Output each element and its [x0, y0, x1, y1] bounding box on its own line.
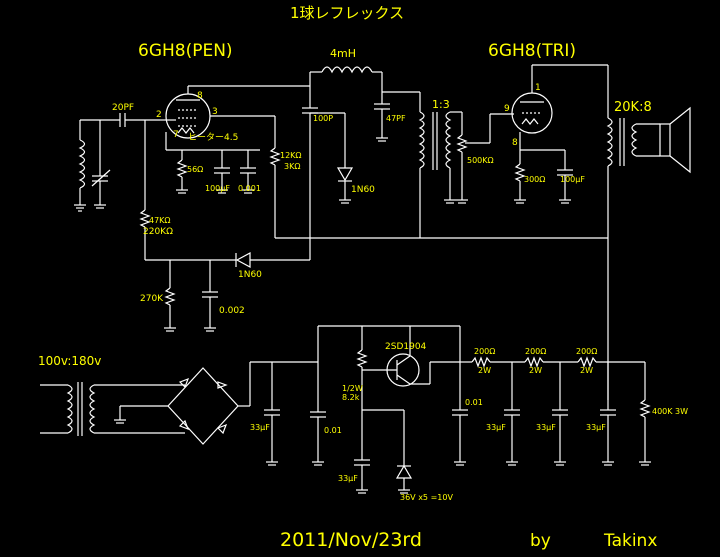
ripple-filter-chain [471, 356, 646, 400]
capacitor-0002 [202, 260, 218, 332]
label-33uf-b: 33μF [338, 474, 358, 483]
capacitor-0001 [240, 150, 256, 194]
label-220k: 220KΩ [143, 227, 173, 237]
zener-diode [395, 410, 413, 494]
label-half-watt: 1/2W [342, 384, 363, 393]
bypass-capacitor-100uf-a [214, 150, 230, 194]
label-47k: 47KΩ [149, 216, 171, 225]
coupling-capacitor-20pf [119, 113, 126, 127]
filter-capacitor-33uf-d [552, 362, 568, 466]
label-200-ohm-c: 200Ω [576, 347, 597, 356]
bleeder-resistor-400k [639, 399, 651, 466]
footer-by: by [530, 531, 551, 551]
screen-resistor [269, 116, 281, 238]
label-4mh: 4mH [330, 47, 356, 60]
label-zener: 36V x5 =10V [400, 493, 453, 502]
label-pin-8b: 8 [512, 138, 518, 148]
bias-resistor-82k [356, 326, 404, 460]
label-20pf: 20PF [112, 103, 134, 113]
label-47pf: 47PF [386, 114, 406, 123]
capacitor-100p [302, 86, 318, 238]
label-2w-a: 2W [478, 366, 491, 375]
label-56-ohm: 56Ω [187, 165, 203, 174]
cathode-resistor-300 [514, 150, 526, 204]
label-pin-3: 3 [212, 107, 218, 117]
grid-resistor [139, 120, 151, 260]
label-pin-8a: 8 [197, 91, 203, 101]
rf-choke-4mh [275, 66, 383, 92]
label-001-a: 0.01 [324, 426, 342, 435]
label-100p: 100P [313, 114, 333, 123]
label-200-ohm-b: 200Ω [525, 347, 546, 356]
label-2w-b: 2W [529, 366, 542, 375]
label-3k: 3KΩ [284, 162, 300, 171]
footer-date: 2011/Nov/23rd [280, 529, 422, 551]
label-2sd1904: 2SD1904 [385, 342, 427, 352]
label-33uf-c: 33μF [486, 423, 506, 432]
label-12k: 12KΩ [280, 151, 302, 160]
label-200-ohm-a: 200Ω [474, 347, 495, 356]
footer-author: Takinx [603, 531, 657, 551]
label-0001: 0.001 [238, 184, 261, 193]
tube-label-pentode: 6GH8(PEN) [138, 41, 233, 61]
detector-diode [336, 113, 354, 204]
bridge-rectifier [114, 367, 250, 445]
label-2w-c: 2W [580, 366, 593, 375]
power-transformer [40, 382, 120, 436]
label-33uf-e: 33μF [586, 423, 606, 432]
filter-capacitor-33uf-a [264, 362, 280, 466]
tube-label-triode: 6GH8(TRI) [488, 41, 576, 61]
label-pin-7: 7 [173, 130, 179, 140]
label-pin-1: 1 [535, 83, 541, 93]
filter-capacitor-33uf-c [504, 362, 520, 466]
label-100uf-a: 100μF [205, 184, 230, 193]
label-500k: 500KΩ [467, 156, 494, 165]
capacitor-47pf [374, 92, 390, 142]
label-1n60-a: 1N60 [351, 185, 375, 195]
filter-capacitor-33uf-b [354, 459, 370, 494]
label-1n60-b: 1N60 [238, 270, 262, 280]
speaker-icon [659, 106, 691, 174]
label-300-ohm: 300Ω [524, 175, 545, 184]
variable-capacitor [91, 120, 111, 209]
label-heater: ヒーター4.5 [188, 132, 238, 143]
label-33uf-a: 33μF [250, 423, 270, 432]
transistor-2sd1904 [362, 326, 460, 387]
label-ratio-20k: 20K:8 [614, 100, 652, 115]
label-transformer: 100v:180v [38, 354, 101, 368]
label-33uf-d: 33μF [536, 423, 556, 432]
resistor-270k [164, 260, 176, 332]
label-400k: 400K 3W [652, 407, 688, 416]
reflex-diode [235, 251, 310, 269]
label-ratio-13: 1:3 [432, 98, 450, 111]
tuning-coil [74, 120, 86, 212]
label-270k: 270K [140, 294, 164, 304]
cathode-resistor-56 [176, 150, 188, 194]
label-0002: 0.002 [219, 306, 245, 316]
label-82k: 8.2k [342, 393, 360, 402]
label-100uf-b: 100μF [560, 175, 585, 184]
output-transformer [606, 65, 660, 400]
filter-capacitor-33uf-e [600, 400, 616, 466]
capacitor-001-a [310, 362, 326, 466]
interstage-transformer [382, 91, 462, 238]
triode-tube [511, 92, 553, 134]
volume-potentiometer [456, 112, 514, 204]
diagram-title: 1球レフレックス [290, 4, 404, 22]
capacitor-001-b [452, 326, 468, 466]
label-pin-9: 9 [504, 104, 510, 114]
label-001-b: 0.01 [465, 398, 483, 407]
bypass-capacitor-100uf-b [557, 150, 573, 204]
label-pin-2: 2 [156, 110, 162, 120]
